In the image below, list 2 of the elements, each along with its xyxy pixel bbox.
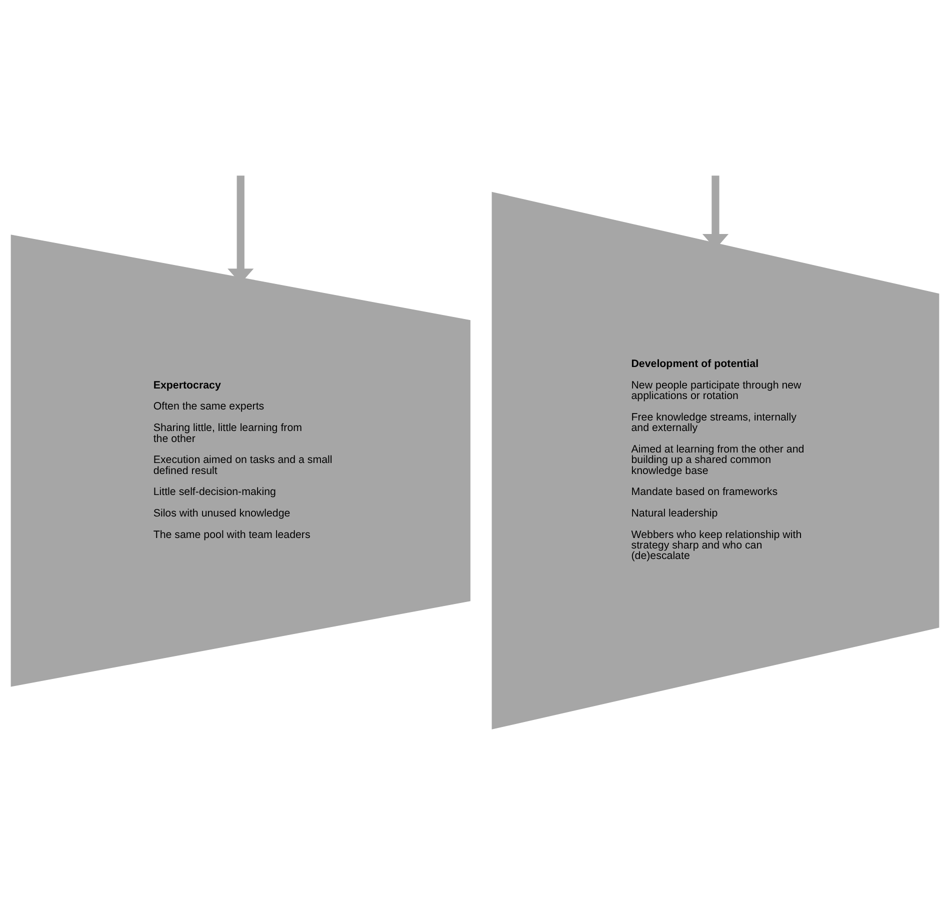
- node-box: Expertocracy Often the same experts Sharing little, little learning from the other Execution aimed on tasks and a small defined result Little self-decision-making Silos with unused knowledge The same pool with team leaders: [10, 234, 470, 687]
- node-box: Development of potential New people participate through new applications or rotation Free knowledge streams, internally and externally Aimed at learning from the other and building up a shared common knowledge base Mandate based on frameworks Natural leadership Webbers who keep relationship with strategy sharp and who can (de)escalate: [492, 192, 940, 730]
